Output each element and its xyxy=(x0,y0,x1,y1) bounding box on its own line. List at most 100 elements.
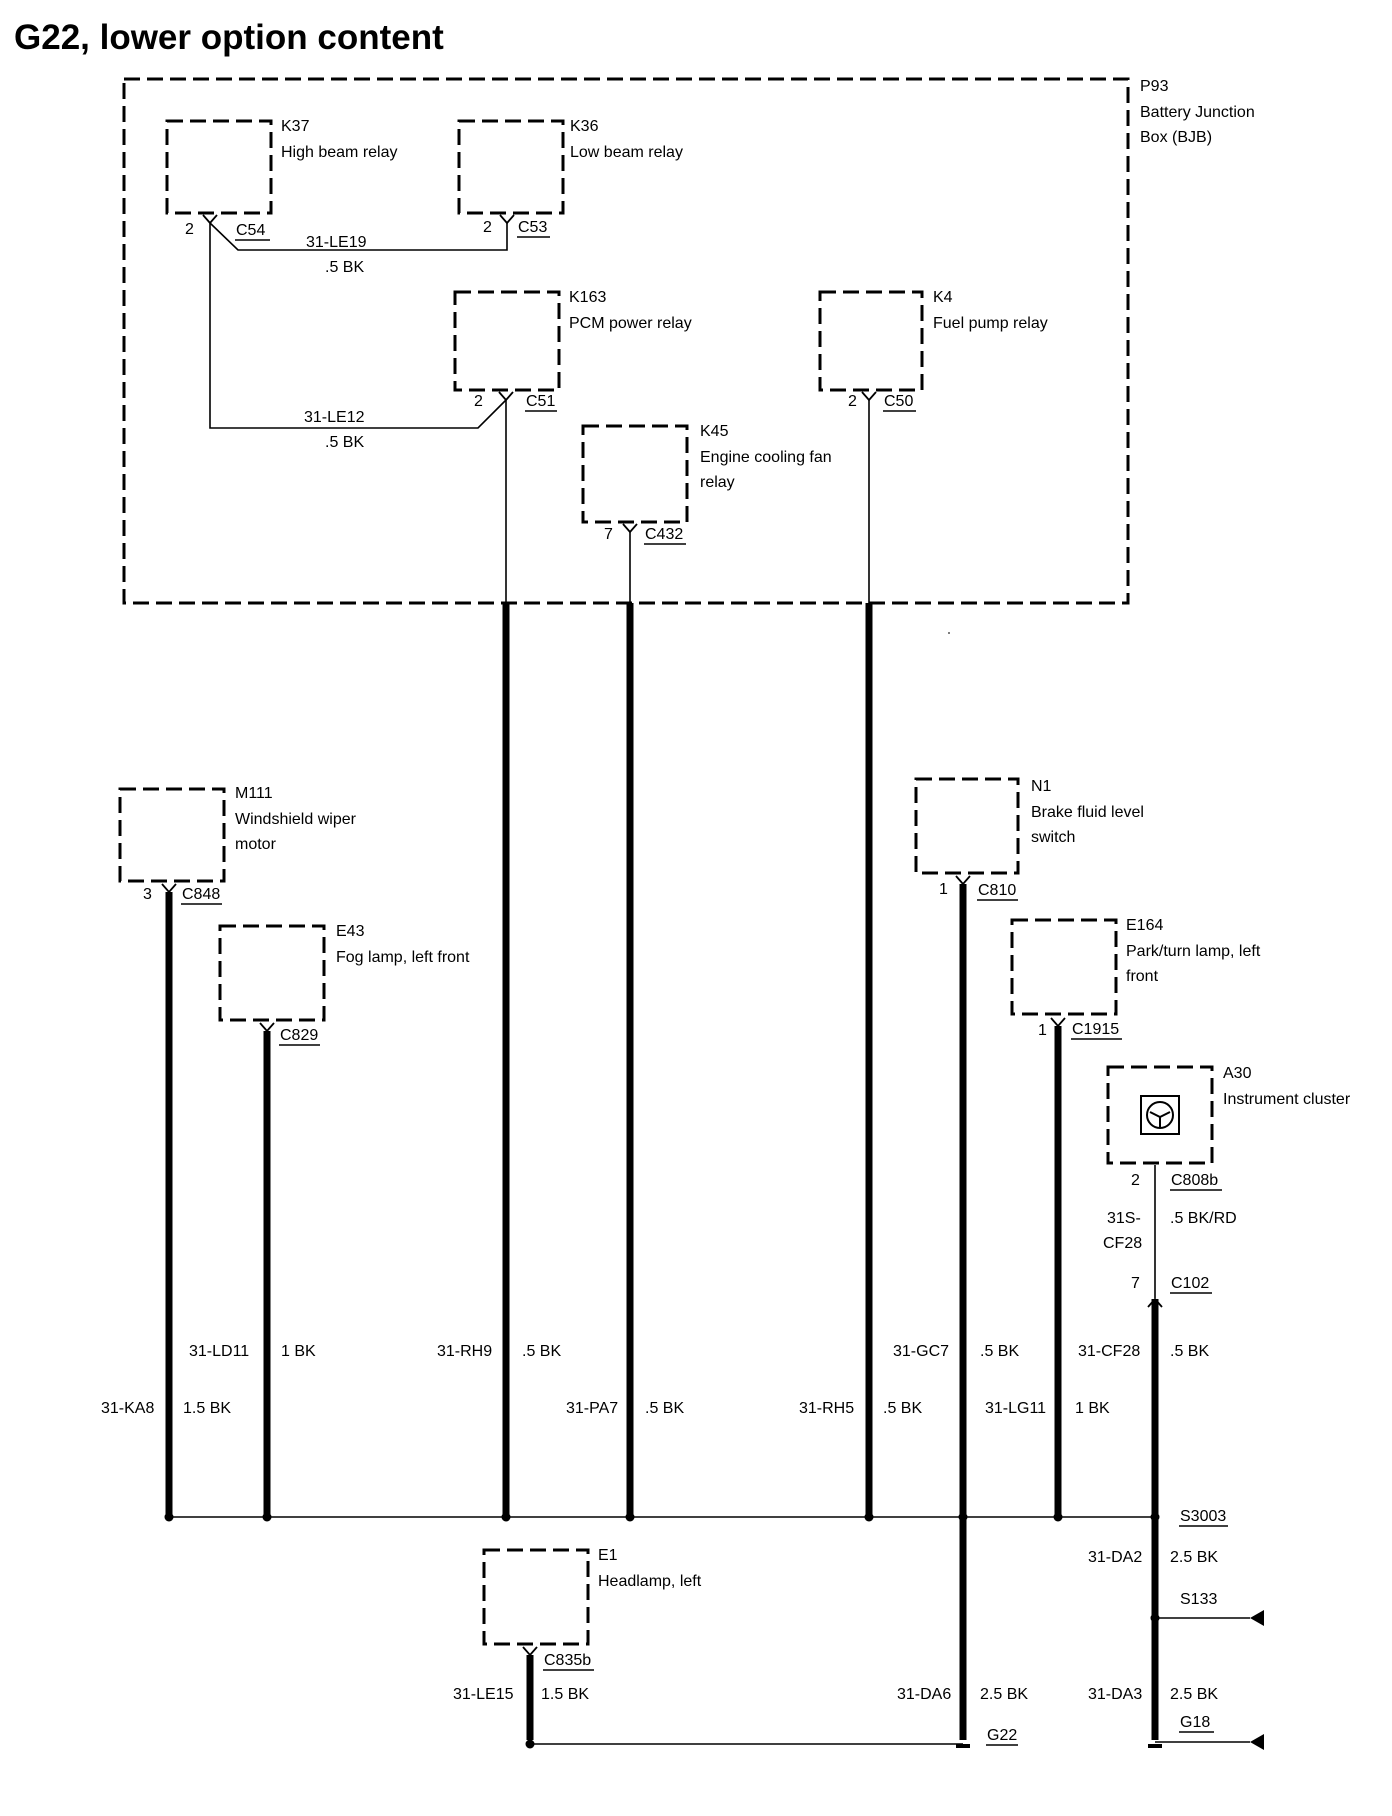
n1-pin-symbol xyxy=(955,875,971,886)
le19-gauge: .5 BK xyxy=(325,259,364,276)
splice-dot-rh9 xyxy=(501,1512,511,1522)
le15-gauge: 1.5 BK xyxy=(541,1686,589,1703)
splice-dot-lg11 xyxy=(1053,1512,1063,1522)
e43-box xyxy=(218,924,326,1022)
ld11-gauge: 1 BK xyxy=(281,1343,316,1360)
m111-connector: C848 xyxy=(182,886,220,903)
scan-speck xyxy=(948,632,950,634)
k45-pin-symbol xyxy=(622,523,638,534)
e43-label: Fog lamp, left front xyxy=(336,949,470,966)
wire-31-le12 xyxy=(209,223,507,429)
k45-label-2: relay xyxy=(700,474,735,491)
cf28-upper-gauge: .5 BK/RD xyxy=(1170,1210,1237,1227)
e43-id: E43 xyxy=(336,923,365,940)
gauge-icon xyxy=(1140,1095,1180,1135)
s133-label: S133 xyxy=(1180,1591,1217,1608)
da3-gauge: 2.5 BK xyxy=(1170,1686,1218,1703)
k163-connector: C51 xyxy=(526,393,555,410)
le19-circuit: 31-LE19 xyxy=(306,234,367,251)
le12-gauge: .5 BK xyxy=(325,434,364,451)
m111-label-2: motor xyxy=(235,836,277,853)
rh9-gauge: .5 BK xyxy=(522,1343,561,1360)
ka8-gauge: 1.5 BK xyxy=(183,1400,231,1417)
s133-arrow-icon xyxy=(1250,1610,1264,1626)
k36-pin-symbol xyxy=(499,214,515,225)
rh5-gauge: .5 BK xyxy=(883,1400,922,1417)
cf28-gauge: .5 BK xyxy=(1170,1343,1209,1360)
k45-relay-box xyxy=(581,424,689,524)
da3-circuit: 31-DA3 xyxy=(1088,1686,1142,1703)
e164-box xyxy=(1010,918,1118,1016)
s3003-label: S3003 xyxy=(1180,1508,1226,1525)
ka8-circuit: 31-KA8 xyxy=(101,1400,154,1417)
m111-label-1: Windshield wiper xyxy=(235,811,357,828)
n1-pin: 1 xyxy=(939,881,948,898)
k163-pin: 2 xyxy=(474,393,483,410)
n1-label-1: Brake fluid level xyxy=(1031,804,1144,821)
cf28-upper-circuit-b: CF28 xyxy=(1103,1235,1142,1252)
wire-31-le19 xyxy=(209,222,508,251)
m111-pin: 3 xyxy=(143,886,152,903)
e1-box xyxy=(482,1548,590,1646)
k37-relay-box xyxy=(165,119,273,215)
k4-pin: 2 xyxy=(848,393,857,410)
k37-label: High beam relay xyxy=(281,144,398,161)
n1-connector: C810 xyxy=(978,882,1016,899)
e43-connector: C829 xyxy=(280,1027,318,1044)
da6-gauge: 2.5 BK xyxy=(980,1686,1028,1703)
k163-id: K163 xyxy=(569,289,606,306)
n1-id: N1 xyxy=(1031,778,1052,795)
pa7-gauge: .5 BK xyxy=(645,1400,684,1417)
gc7-circuit: 31-GC7 xyxy=(893,1343,949,1360)
k4-pin-symbol xyxy=(861,391,877,402)
le15-circuit: 31-LE15 xyxy=(453,1686,514,1703)
p93-label-2: Box (BJB) xyxy=(1140,129,1212,146)
m111-id: M111 xyxy=(235,785,273,802)
cf28-circuit: 31-CF28 xyxy=(1078,1343,1140,1360)
a30-id: A30 xyxy=(1223,1065,1252,1082)
splice-dot-ld11 xyxy=(262,1512,272,1522)
splice-dot-gc7 xyxy=(958,1512,968,1522)
k37-connector: C54 xyxy=(236,222,265,239)
bjb-outline xyxy=(122,77,1130,605)
cf28-upper-circuit-a: 31S- xyxy=(1107,1210,1141,1227)
a30-box xyxy=(1106,1065,1214,1165)
ld11-circuit: 31-LD11 xyxy=(189,1343,249,1360)
a30-connector: C808b xyxy=(1171,1172,1218,1189)
k45-label-1: Engine cooling fan xyxy=(700,449,832,466)
k36-label: Low beam relay xyxy=(570,144,683,161)
k163-relay-box xyxy=(453,290,561,392)
k4-id: K4 xyxy=(933,289,953,306)
e1-label: Headlamp, left xyxy=(598,1573,702,1590)
rh9-circuit: 31-RH9 xyxy=(437,1343,492,1360)
e164-pin: 1 xyxy=(1038,1022,1047,1039)
e164-label-2: front xyxy=(1126,968,1159,985)
g18-arrow-icon xyxy=(1250,1734,1264,1750)
rh5-circuit: 31-RH5 xyxy=(799,1400,854,1417)
e164-connector: C1915 xyxy=(1072,1021,1119,1038)
k4-connector: C50 xyxy=(884,393,913,410)
gc7-gauge: .5 BK xyxy=(980,1343,1019,1360)
a30-pin: 2 xyxy=(1131,1172,1140,1189)
c102-pin: 7 xyxy=(1131,1275,1140,1292)
a30-label: Instrument cluster xyxy=(1223,1091,1351,1108)
e164-pin-symbol xyxy=(1050,1017,1066,1028)
splice-dot-pa7 xyxy=(625,1512,635,1522)
le12-circuit: 31-LE12 xyxy=(304,409,365,426)
splice-dot-rh5 xyxy=(864,1512,874,1522)
n1-box xyxy=(914,777,1020,875)
k37-pin-symbol xyxy=(202,214,218,225)
c102-connector: C102 xyxy=(1171,1275,1209,1292)
e1-connector: C835b xyxy=(544,1652,591,1669)
k36-connector: C53 xyxy=(518,219,547,236)
p93-label-1: Battery Junction xyxy=(1140,104,1255,121)
k37-pin: 2 xyxy=(185,221,194,238)
da6-circuit: 31-DA6 xyxy=(897,1686,951,1703)
da2-gauge: 2.5 BK xyxy=(1170,1549,1218,1566)
k37-id: K37 xyxy=(281,118,310,135)
m111-box xyxy=(118,787,226,883)
splice-dot-cf28 xyxy=(1150,1512,1160,1522)
k36-id: K36 xyxy=(570,118,599,135)
lg11-gauge: 1 BK xyxy=(1075,1400,1110,1417)
